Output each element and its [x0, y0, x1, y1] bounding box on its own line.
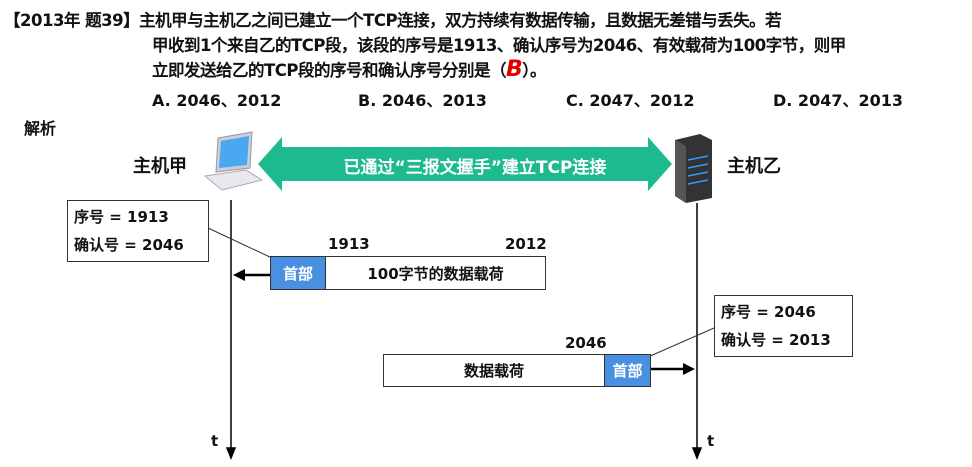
segment2-start-label: 2046	[565, 334, 607, 352]
callout1-seq: 序号 = 1913	[74, 208, 169, 226]
question-text: 主机甲与主机乙之间已建立一个TCP连接，双方持续有数据传输，且数据无差错与丢失。…	[139, 11, 782, 30]
server-icon	[675, 134, 712, 203]
host-a-label: 主机甲	[133, 156, 187, 177]
callout1-pointer	[207, 227, 273, 259]
callout2-ack: 确认号 = 2013	[721, 331, 831, 349]
timeline-a	[225, 200, 237, 461]
callout1-ack: 确认号 = 2046	[74, 236, 184, 254]
callout2-pointer	[647, 327, 715, 358]
question-line-1: 【2013年 题39】主机甲与主机乙之间已建立一个TCP连接，双方持续有数据传输…	[4, 7, 782, 31]
option-b: B. 2046、2013	[358, 91, 487, 110]
host-b-label: 主机乙	[727, 156, 781, 177]
segment2-header: 首部	[604, 355, 650, 386]
question-line-2: 甲收到1个来自乙的TCP段，该段的序号是1913、确认序号为2046、有效载荷为…	[152, 36, 846, 55]
option-c: C. 2047、2012	[566, 91, 695, 110]
time-label-b: t	[707, 432, 715, 450]
segment1: 首部 100字节的数据载荷	[270, 256, 546, 290]
question-text: ）。	[522, 61, 546, 80]
question-line-3: 立即发送给乙的TCP段的序号和确认序号分别是（B）。	[152, 57, 546, 82]
option-d: D. 2047、2013	[773, 91, 903, 110]
callout2-seq: 序号 = 2046	[721, 303, 816, 321]
timeline-b	[691, 203, 703, 461]
segment2: 数据载荷 首部	[383, 354, 651, 387]
answer: B	[505, 57, 523, 82]
segment1-header: 首部	[271, 257, 326, 289]
segment2-arrow	[650, 363, 695, 375]
analysis-label: 解析	[24, 119, 57, 138]
segment1-start-label: 1913	[328, 235, 370, 253]
laptop-icon	[203, 131, 264, 191]
segment2-payload: 数据载荷	[463, 362, 524, 380]
question-text: 立即发送给乙的TCP段的序号和确认序号分别是（	[152, 61, 506, 80]
callout-segment1: 序号 = 1913 确认号 = 2046	[67, 200, 209, 262]
segment1-arrow	[233, 269, 270, 281]
segment1-payload: 100字节的数据载荷	[367, 264, 504, 283]
time-label-a: t	[211, 432, 219, 450]
option-a: A. 2046、2012	[152, 91, 282, 110]
callout-segment2: 序号 = 2046 确认号 = 2013	[714, 295, 853, 357]
connection-arrow	[258, 137, 672, 191]
segment1-end-label: 2012	[505, 235, 547, 253]
question-tag: 【2013年 题39】	[4, 11, 140, 30]
connection-label: 已通过“三报文握手”建立TCP连接	[343, 158, 607, 178]
